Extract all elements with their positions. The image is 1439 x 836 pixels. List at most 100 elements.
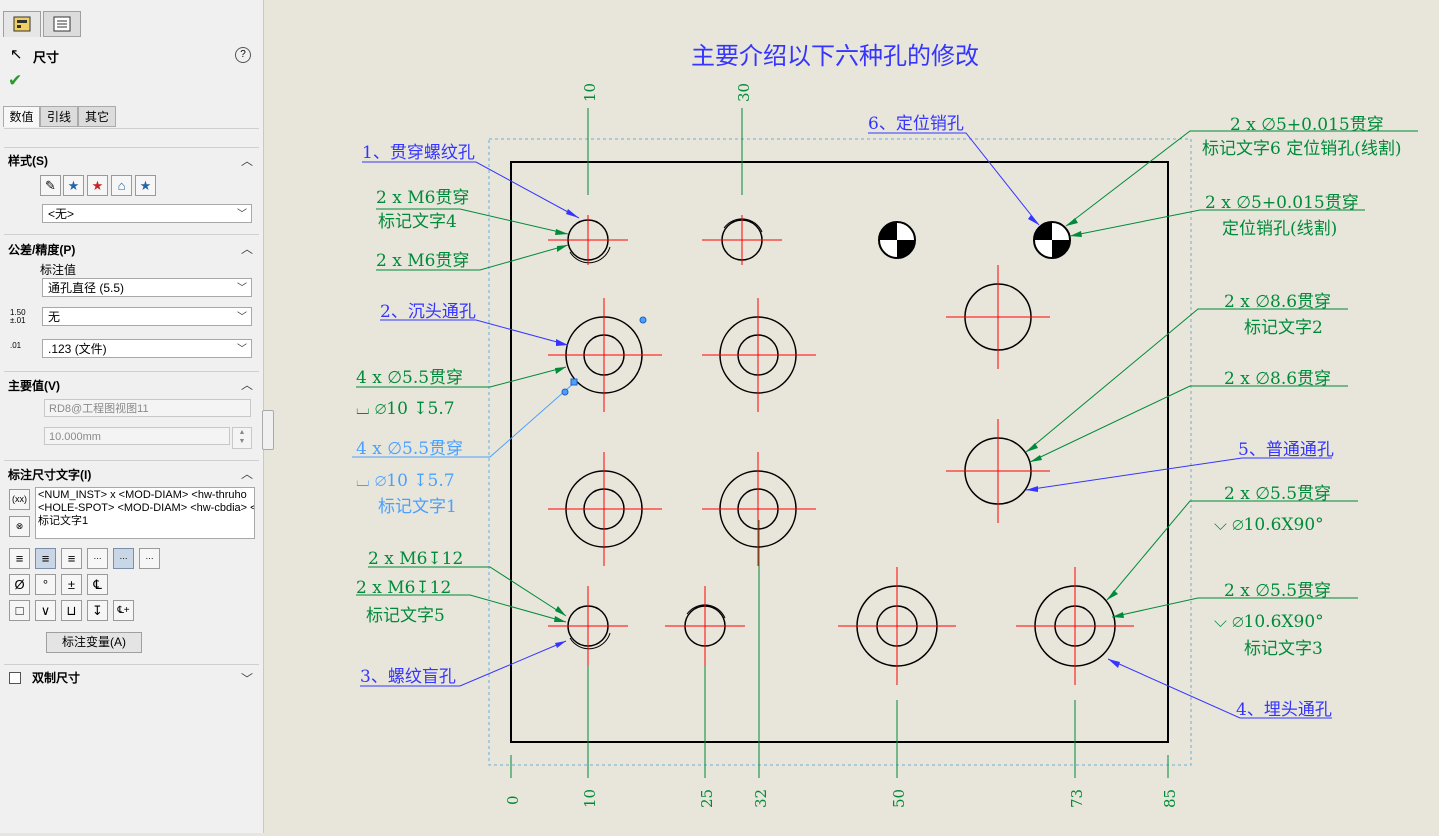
justify-bottom-icon[interactable]: ⋯	[139, 548, 160, 569]
counterbore-hole[interactable]	[548, 452, 662, 566]
center-dimension-icon[interactable]: ⊗	[9, 516, 30, 537]
label-countersink[interactable]: 4、埋头通孔	[1236, 700, 1332, 720]
tolerance-section-title[interactable]: 公差/精度(P)	[8, 243, 76, 257]
bottom-dim-0[interactable]: 0	[504, 795, 522, 805]
through-hole[interactable]	[946, 419, 1050, 523]
tab-leaders[interactable]: 引线	[40, 106, 78, 127]
callout-dowel-b[interactable]: 2 x ∅5+0.015贯穿	[1205, 193, 1359, 213]
add-style-icon[interactable]: ★	[63, 175, 84, 196]
leader-handle[interactable]	[639, 316, 647, 324]
bottom-dim-10[interactable]: 10	[581, 789, 599, 808]
counterbore-hole[interactable]	[702, 298, 816, 412]
view-boundary[interactable]	[488, 138, 1192, 766]
callout-blind-b[interactable]: 2 x M6↧12	[356, 578, 451, 598]
align-left-icon[interactable]: ≡	[9, 548, 30, 569]
dimension-text-area[interactable]: <NUM_INST> x <MOD-DIAM> <hw-thruho <HOLE…	[35, 487, 255, 539]
callout-counterbore-b-note[interactable]: 标记文字1	[378, 497, 457, 517]
label-threaded-through[interactable]: 1、贯穿螺纹孔	[362, 143, 475, 163]
callout-dowel-a-note[interactable]: 标记文字6 定位销孔(线割)	[1202, 139, 1401, 159]
bottom-dim-85[interactable]: 85	[1161, 789, 1179, 808]
countersink-hole[interactable]	[838, 567, 956, 685]
collapse-icon[interactable]: ︿	[240, 154, 253, 168]
align-right-icon[interactable]: ≡	[61, 548, 82, 569]
plus-minus-symbol-icon[interactable]: ±	[61, 574, 82, 595]
justify-middle-icon[interactable]: ⋯	[113, 548, 134, 569]
dowel-pin-symbol[interactable]	[878, 221, 916, 259]
apply-style-icon[interactable]: ✎	[40, 175, 61, 196]
label-dowel[interactable]: 6、定位销孔	[868, 114, 964, 134]
callout-counterbore-a[interactable]: 4 x ∅5.5贯穿	[356, 368, 463, 388]
top-dim-10[interactable]: 10	[581, 83, 599, 102]
callout-dowel-b-note[interactable]: 定位销孔(线割)	[1222, 219, 1337, 239]
collapse-icon[interactable]: ︿	[240, 242, 253, 256]
panel-collapse-handle[interactable]	[262, 410, 274, 450]
style-select[interactable]: <无>﹀	[42, 204, 252, 223]
primary-reference-field[interactable]: RD8@工程图视图11	[44, 399, 251, 417]
plate-outline[interactable]	[510, 161, 1169, 743]
label-blind-threaded[interactable]: 3、螺纹盲孔	[360, 667, 456, 687]
value-spinner[interactable]: ▲▼	[232, 427, 252, 449]
dimension-text-section-title[interactable]: 标注尺寸文字(I)	[8, 468, 92, 482]
expand-icon[interactable]: ﹀	[240, 672, 253, 686]
callout-blind-a[interactable]: 2 x M6↧12	[368, 549, 463, 569]
align-center-icon[interactable]: ≡	[35, 548, 56, 569]
tab-other[interactable]: 其它	[78, 106, 116, 127]
centerline-symbol-icon[interactable]: ℄	[87, 574, 108, 595]
checkmark-icon[interactable]: ✔	[8, 71, 23, 90]
blind-threaded-hole[interactable]	[665, 586, 745, 666]
configuration-tab[interactable]	[43, 11, 81, 37]
save-style-icon[interactable]: ⌂	[111, 175, 132, 196]
drawing-canvas[interactable]: 主要介绍以下六种孔的修改 10 30 0 10 25 32 50 73 85	[265, 0, 1439, 833]
callout-threaded-a-note[interactable]: 标记文字4	[378, 212, 457, 232]
collapse-icon[interactable]: ︿	[240, 378, 253, 392]
callout-through-b[interactable]: 2 x ∅8.6贯穿	[1224, 369, 1331, 389]
justify-top-icon[interactable]: ⋯	[87, 548, 108, 569]
depth-symbol-icon[interactable]: ↧	[87, 600, 108, 621]
callout-threaded-b[interactable]: 2 x M6贯穿	[376, 251, 469, 271]
callout-blind-b-note[interactable]: 标记文字5	[366, 606, 445, 626]
callout-countersink-b-note[interactable]: 标记文字3	[1244, 639, 1323, 659]
through-hole[interactable]	[946, 265, 1050, 369]
label-through-hole[interactable]: 5、普通通孔	[1238, 440, 1334, 460]
drawing-sheet[interactable]: 主要介绍以下六种孔的修改 10 30 0 10 25 32 50 73 85	[265, 0, 1439, 833]
counterbore-hole[interactable]	[548, 298, 662, 412]
countersink-symbol-icon[interactable]: ∨	[35, 600, 56, 621]
primary-value-section-title[interactable]: 主要值(V)	[8, 379, 60, 393]
counterbore-hole[interactable]	[702, 452, 816, 566]
dowel-pin-symbol[interactable]	[1033, 221, 1071, 259]
load-style-icon[interactable]: ★	[135, 175, 156, 196]
precision-select[interactable]: .123 (文件)﹀	[42, 339, 252, 358]
property-manager-tab[interactable]	[3, 11, 41, 37]
callout-countersink-a-spec[interactable]: ⌵ ∅10.6X90°	[1214, 515, 1324, 535]
bottom-dim-50[interactable]: 50	[890, 789, 908, 808]
delete-style-icon[interactable]: ★	[87, 175, 108, 196]
callout-value-select[interactable]: 通孔直径 (5.5)﹀	[42, 278, 252, 297]
countersink-hole[interactable]	[1016, 567, 1134, 685]
callout-counterbore-b-spec[interactable]: ⌴ ∅10 ↧5.7	[356, 471, 455, 491]
counterbore-symbol-icon[interactable]: ⊔	[61, 600, 82, 621]
callout-through-a[interactable]: 2 x ∅8.6贯穿	[1224, 292, 1331, 312]
style-section-title[interactable]: 样式(S)	[8, 154, 48, 168]
bottom-dim-73[interactable]: 73	[1068, 789, 1086, 808]
primary-value-field[interactable]: 10.000mm	[44, 427, 230, 445]
dual-dimension-checkbox[interactable]	[9, 672, 21, 684]
callout-counterbore-a-spec[interactable]: ⌴ ∅10 ↧5.7	[356, 399, 455, 419]
bottom-dim-32[interactable]: 32	[752, 789, 770, 808]
threaded-hole[interactable]	[702, 215, 782, 265]
collapse-icon[interactable]: ︿	[240, 467, 253, 481]
leader-handle[interactable]	[570, 378, 578, 386]
callout-dowel-a[interactable]: 2 x ∅5+0.015贯穿	[1230, 115, 1384, 135]
tab-value[interactable]: 数值	[3, 106, 40, 127]
dimension-variables-button[interactable]: 标注变量(A)	[46, 632, 142, 653]
threaded-hole[interactable]	[548, 215, 628, 265]
bottom-dim-25[interactable]: 25	[698, 789, 716, 808]
top-dim-30[interactable]: 30	[735, 83, 753, 102]
help-circle-icon[interactable]: ?	[235, 47, 251, 63]
more-symbols-icon[interactable]: ℄+	[113, 600, 134, 621]
square-symbol-icon[interactable]: □	[9, 600, 30, 621]
callout-through-a-note[interactable]: 标记文字2	[1244, 318, 1323, 338]
label-counterbore[interactable]: 2、沉头通孔	[380, 302, 476, 322]
blind-threaded-hole[interactable]	[548, 586, 628, 666]
callout-countersink-b[interactable]: 2 x ∅5.5贯穿	[1224, 581, 1331, 601]
callout-counterbore-b[interactable]: 4 x ∅5.5贯穿	[356, 439, 463, 459]
